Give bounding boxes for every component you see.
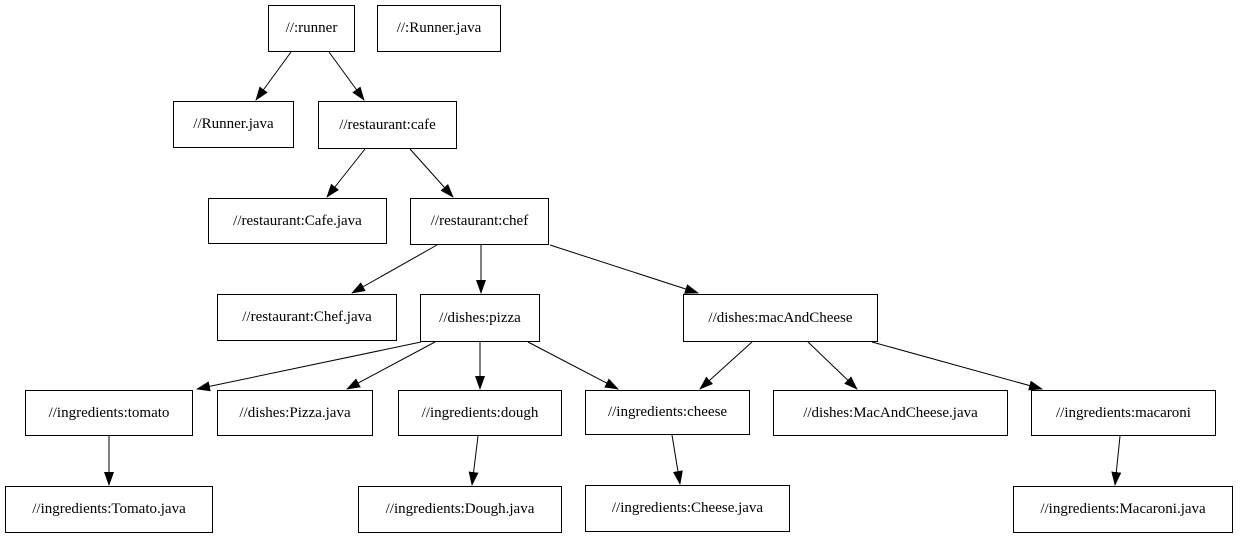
node-cheese: //ingredients:cheese (585, 390, 750, 435)
node-cafe: //restaurant:cafe (318, 101, 457, 149)
node-macaroni: //ingredients:macaroni (1031, 390, 1216, 436)
node-pizza: //dishes:pizza (420, 294, 540, 342)
edge-dough-to-dough-java (468, 435, 479, 486)
node-mac-and-cheese-java: //dishes:MacAndCheese.java (773, 390, 1008, 436)
edge-mac-and-cheese-to-cheese (699, 341, 753, 390)
node-pizza-java: //dishes:Pizza.java (217, 390, 373, 436)
edge-chef-to-chef-java (351, 244, 438, 294)
edge-runner-to-runner-java (255, 51, 292, 101)
node-chef: //restaurant:chef (410, 198, 549, 245)
node-cafe-java: //restaurant:Cafe.java (208, 198, 387, 244)
edge-pizza-to-tomato (196, 341, 422, 392)
edge-macaroni-to-macaroni-java (1111, 435, 1122, 486)
node-mac-and-cheese: //dishes:macAndCheese (683, 294, 878, 342)
node-macaroni-java: //ingredients:Macaroni.java (1013, 486, 1233, 533)
node-dough-java: //ingredients:Dough.java (358, 486, 562, 533)
edge-pizza-to-pizza-java (346, 341, 436, 390)
node-chef-java: //restaurant:Chef.java (217, 294, 397, 341)
node-runner: //:runner (268, 5, 355, 52)
node-cheese-java: //ingredients:Cheese.java (585, 485, 790, 532)
edge-runner-to-cafe (328, 51, 365, 101)
node-tomato-java: //ingredients:Tomato.java (5, 486, 213, 533)
edge-cheese-to-cheese-java (671, 434, 683, 485)
edge-cafe-to-chef (409, 148, 454, 198)
edge-cafe-to-cafe-java (326, 148, 366, 198)
edge-pizza-to-cheese (527, 341, 619, 390)
node-dough: //ingredients:dough (398, 390, 562, 436)
edge-mac-and-cheese-to-mac-and-cheese-java (807, 341, 858, 390)
node-tomato: //ingredients:tomato (25, 390, 193, 436)
node-runner-java: //Runner.java (173, 101, 294, 148)
node-runner-java-root: //:Runner.java (377, 5, 501, 52)
edge-mac-and-cheese-to-macaroni (871, 341, 1043, 391)
edge-chef-to-mac-and-cheese (549, 244, 699, 294)
